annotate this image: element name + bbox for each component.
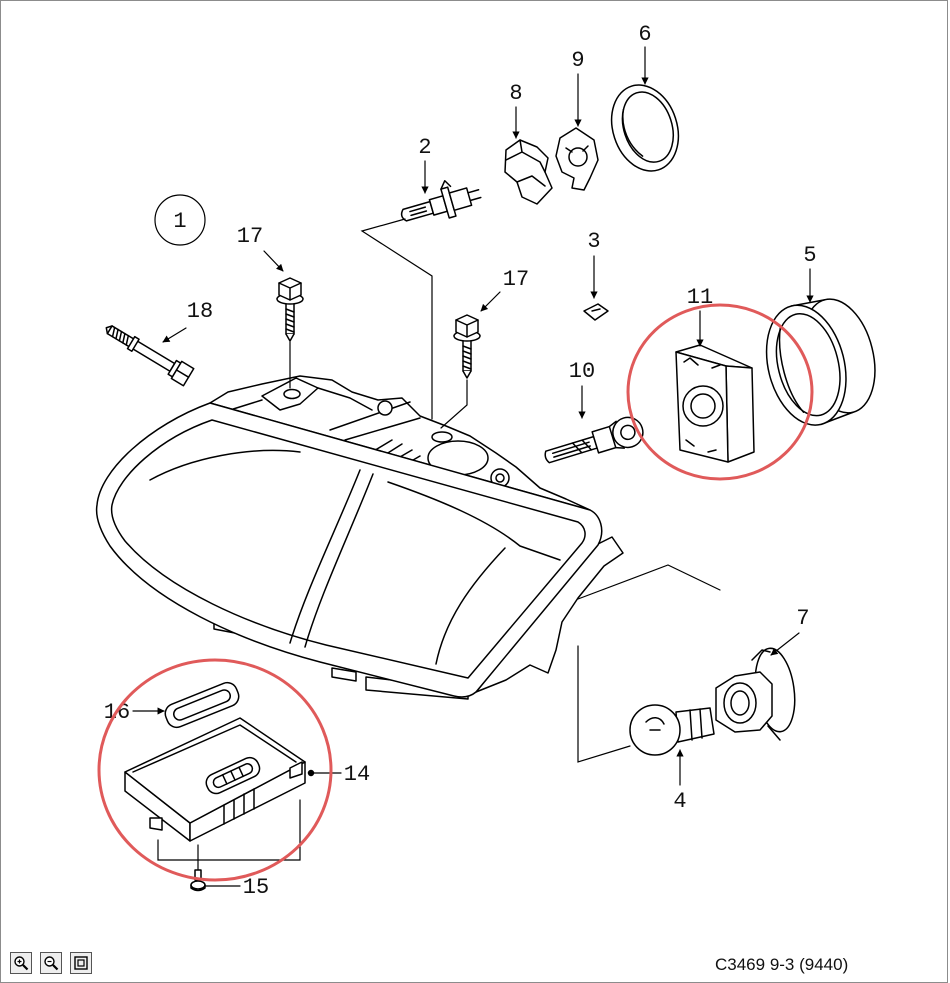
part-11-igniter <box>675 344 755 463</box>
callout-2[interactable]: 2 <box>418 135 431 160</box>
part-7-bulb-socket <box>715 647 796 741</box>
fit-to-window-icon <box>74 956 88 970</box>
zoom-out-button[interactable] <box>40 952 62 974</box>
part-18-bolt <box>105 325 195 387</box>
zoom-out-icon <box>44 956 59 971</box>
callout-8[interactable]: 8 <box>509 81 522 106</box>
part-5-cover-cap <box>765 298 876 426</box>
highlight-circles <box>97 303 814 882</box>
ballast-connector <box>205 756 261 795</box>
callout-labels: 1 17 18 2 8 9 6 3 17 5 11 10 7 4 16 14 1… <box>104 22 817 900</box>
callout-15[interactable]: 15 <box>243 875 269 900</box>
zoom-in-icon <box>14 956 29 971</box>
callout-7[interactable]: 7 <box>796 606 809 631</box>
part-17-bolt-right <box>453 314 481 379</box>
part-14-ballast-unit <box>124 717 315 842</box>
callout-18[interactable]: 18 <box>187 299 213 324</box>
headlamp-lens <box>95 402 603 698</box>
fit-to-window-button[interactable] <box>70 952 92 974</box>
callout-1-circle <box>154 194 206 246</box>
highlight-igniter <box>626 303 814 481</box>
callout-1[interactable]: 1 <box>173 209 186 234</box>
callout-3[interactable]: 3 <box>587 229 600 254</box>
callout-17-left[interactable]: 17 <box>237 224 263 249</box>
highlight-ballast <box>97 658 333 882</box>
callout-4[interactable]: 4 <box>673 789 686 814</box>
part-15-screw <box>190 869 206 892</box>
part-9-retaining-clip <box>555 127 599 191</box>
zoom-in-button[interactable] <box>10 952 32 974</box>
leader-lines <box>157 218 721 870</box>
callout-6[interactable]: 6 <box>638 22 651 47</box>
callout-14[interactable]: 14 <box>344 762 370 787</box>
part-6-cover-ring <box>610 84 680 172</box>
part-8-bulb-holder <box>504 139 553 205</box>
part-16-gasket <box>164 681 240 729</box>
callout-10[interactable]: 10 <box>569 359 595 384</box>
callout-5[interactable]: 5 <box>803 243 816 268</box>
part-10-xenon-bulb <box>544 416 644 464</box>
callout-9[interactable]: 9 <box>571 48 584 73</box>
diagram-caption: C3469 9-3 (9440) <box>715 955 849 974</box>
callout-arrows <box>132 46 814 887</box>
part-17-bolt-left <box>276 277 304 342</box>
headlamp-assembly <box>95 375 624 700</box>
zoom-toolbar <box>10 952 92 974</box>
part-4-bulb <box>629 704 715 756</box>
part-2-halogen-bulb <box>400 179 482 222</box>
part-3-clip <box>583 303 609 321</box>
callout-17-right[interactable]: 17 <box>503 267 529 292</box>
